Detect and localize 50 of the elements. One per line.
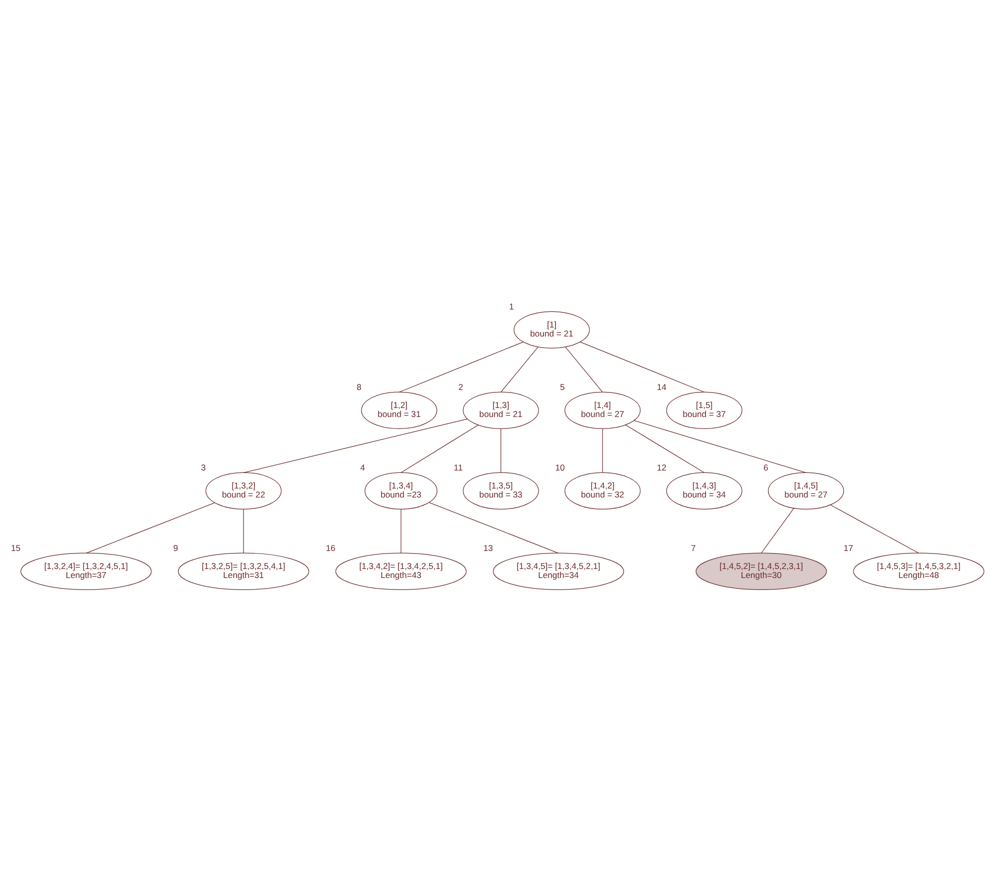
connector [243,508,244,553]
node-ellipse: [1,3,2,5]= [1,3,2,5,4,1] Length=31 [178,552,310,590]
connector [86,502,216,553]
connector [400,424,479,472]
node-ellipse: [1,3,2] bound = 22 [206,472,282,509]
node-ellipse: [1,3,2,4]= [1,3,2,4,5,1] Length=37 [20,552,152,590]
connector [243,418,468,472]
node-label: 14 [656,381,666,392]
node-label: 8 [356,381,362,392]
node-ellipse: [1,4,2] bound = 32 [564,472,641,509]
node-ellipse: [1,4,5,3]= [1,4,5,3,2,1] Length=48 [853,552,984,590]
node-ellipse: [1] bound = 21 [514,310,590,348]
connector [428,502,559,553]
node-label: 3 [201,462,206,472]
node-label: 13 [483,542,493,552]
node-ellipse: [1,3,4,2]= [1,3,4,2,5,1] Length=43 [335,552,467,590]
node-ellipse: [1,3,4,5]= [1,3,4,5,2,1] Length=34 [492,552,624,590]
node-label: 12 [656,462,666,472]
node-label: 4 [360,462,365,472]
connector [625,424,705,472]
node-ellipse: [1,4] bound = 27 [564,391,641,428]
node-ellipse: [1,4,5] bound = 27 [768,472,844,509]
node-ellipse: [1,3] bound = 21 [462,391,539,428]
node-label: 2 [458,381,464,392]
connector [565,346,603,392]
node-ellipse: [1,4,5,2]= [1,4,5,2,3,1] Length=30 [696,552,827,590]
node-ellipse: [1,3,5] bound = 33 [462,472,539,509]
node-label: 6 [763,462,768,472]
node-label: 10 [555,462,565,472]
node-label: 9 [173,542,178,552]
node-ellipse: [1,4,3] bound = 34 [666,472,742,509]
connector [602,428,603,472]
node-label: 5 [560,381,565,392]
connector [500,346,538,392]
node-label: 11 [454,462,463,472]
node-label: 17 [844,542,854,552]
connector [580,341,705,392]
node-label: 15 [10,542,21,552]
connector [398,341,524,392]
connector [500,428,502,472]
node-label: 16 [326,542,336,552]
node-ellipse: [1,2] bound = 31 [361,391,438,428]
connector [634,420,806,472]
node-ellipse: [1,3,4] bound =23 [364,472,438,509]
node-label: 1 [509,300,514,311]
node-ellipse: [1,5] bound = 37 [666,391,742,428]
connector [400,508,402,553]
connector [760,507,794,553]
node-label: 7 [691,542,696,552]
connector [830,504,920,553]
